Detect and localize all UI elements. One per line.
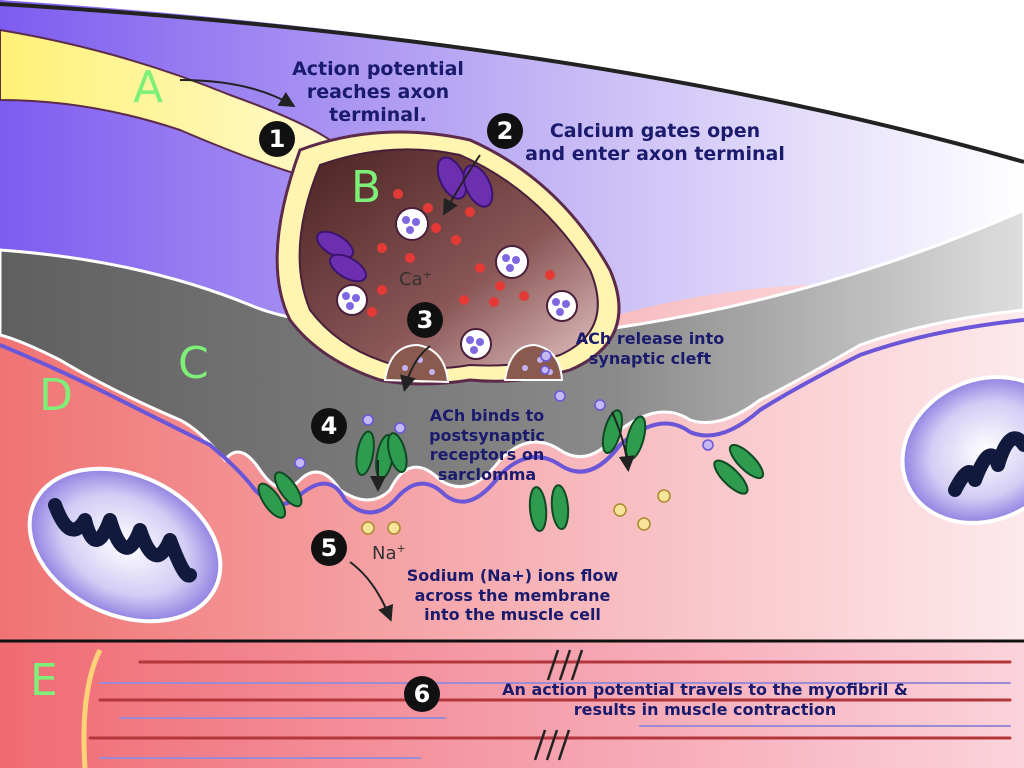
step-5-badge: 5 xyxy=(311,530,347,566)
region-label-e: E xyxy=(30,655,58,706)
calcium-channel xyxy=(315,230,368,283)
step-3-caption: ACh release into synaptic cleft xyxy=(575,329,725,368)
ach-receptors xyxy=(257,409,765,532)
step-3-badge: 3 xyxy=(407,302,443,338)
top-membrane xyxy=(0,2,1024,164)
step-2-caption: Calcium gates open and enter axon termin… xyxy=(525,120,785,166)
step-6-badge: 6 xyxy=(404,676,440,712)
mitochondrion-left xyxy=(27,466,223,624)
calcium-channel xyxy=(436,156,494,208)
upper-space xyxy=(0,0,1024,160)
step-6-caption: An action potential travels to the myofi… xyxy=(502,680,908,719)
region-label-d: D xyxy=(39,370,73,421)
flow-arrows xyxy=(179,79,635,622)
sodium-ion-label: Na+ xyxy=(372,542,406,564)
step-1-caption: Action potential reaches axon terminal. xyxy=(292,58,464,127)
step-4-caption: ACh binds to postsynaptic receptors on s… xyxy=(429,406,545,484)
step-2-badge: 2 xyxy=(487,113,523,149)
step-1-badge: 1 xyxy=(259,121,295,157)
myofilaments xyxy=(88,660,1012,759)
sodium-ions xyxy=(361,489,671,535)
region-label-b: B xyxy=(351,162,382,213)
myofibril-edge xyxy=(81,648,103,768)
synaptic-vesicles xyxy=(336,207,578,360)
step-5-caption: Sodium (Na+) ions flow across the membra… xyxy=(406,566,619,625)
mitochondrion-right xyxy=(900,375,1024,525)
step-4-badge: 4 xyxy=(311,408,347,444)
calcium-ions xyxy=(367,189,555,317)
calcium-ion-label: Ca+ xyxy=(399,268,432,290)
region-label-a: A xyxy=(133,62,164,113)
region-label-c: C xyxy=(178,338,209,389)
break-marks xyxy=(533,649,584,761)
postsynaptic-membrane xyxy=(0,318,1024,515)
